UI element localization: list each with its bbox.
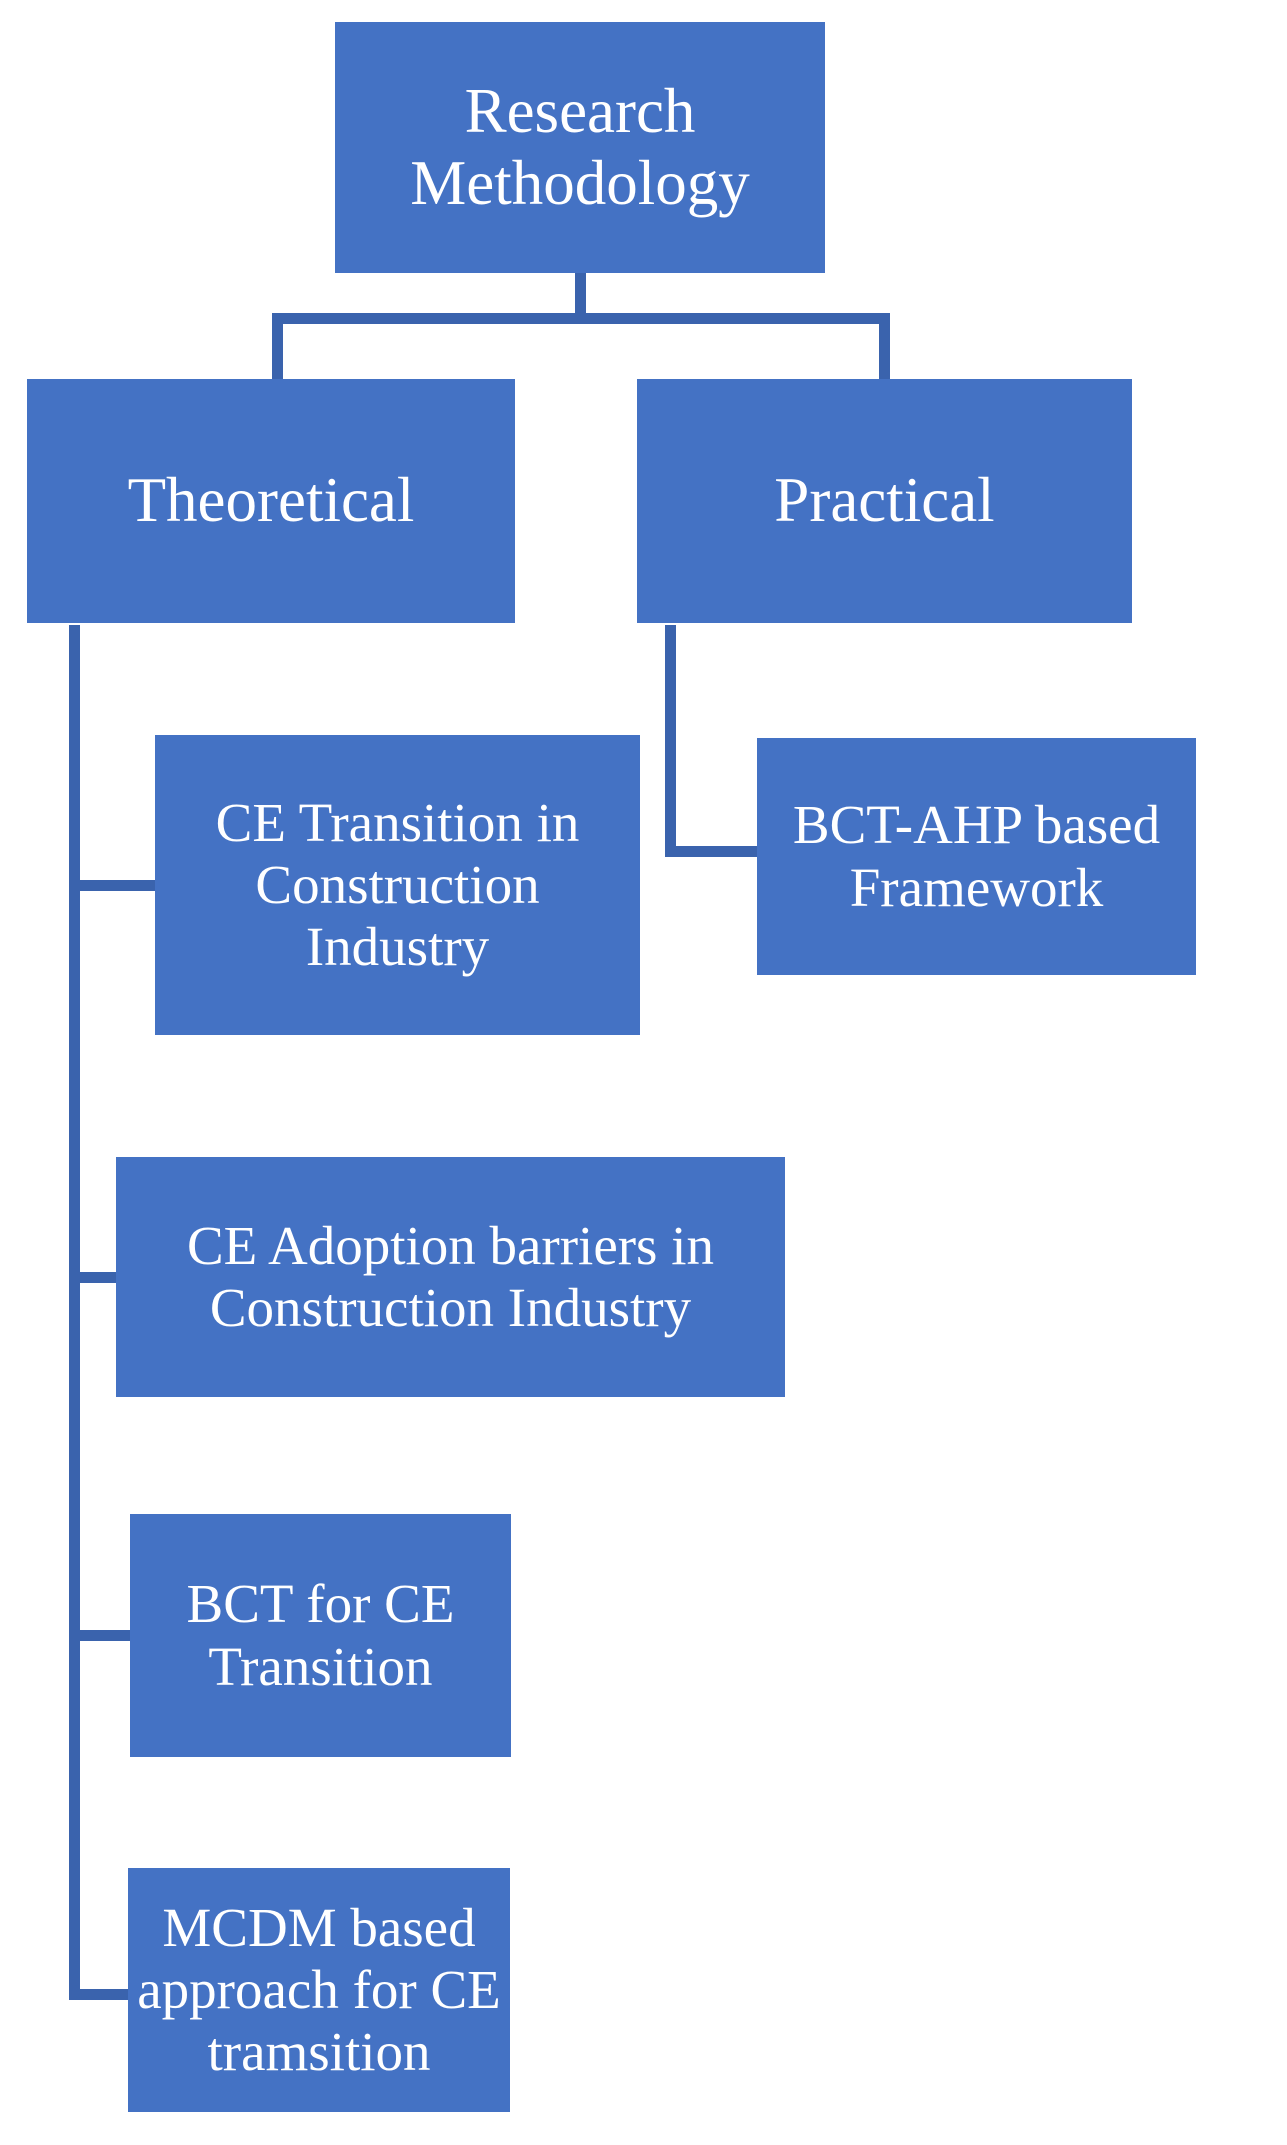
connector-root-split-bar bbox=[272, 313, 890, 324]
node-practical[interactable]: Practical bbox=[637, 379, 1132, 623]
node-label-bct-ahp: BCT-AHP based Framework bbox=[792, 794, 1161, 918]
node-label-practical: Practical bbox=[774, 465, 995, 536]
connector-theoretical-to-mcdm bbox=[69, 1989, 133, 2000]
node-label-ce-barriers: CE Adoption barriers in Construction Ind… bbox=[186, 1214, 714, 1338]
connector-root-stem bbox=[575, 273, 586, 321]
node-label-research-methodology: Research Methodology bbox=[410, 76, 750, 218]
node-label-theoretical: Theoretical bbox=[127, 465, 415, 536]
node-mcdm-based-approach-for-ce-transition[interactable]: MCDM based approach for CE tramsition bbox=[128, 1868, 510, 2112]
connector-theoretical-to-bct-ce bbox=[69, 1630, 135, 1641]
connector-theoretical-to-ce-barriers bbox=[69, 1272, 122, 1283]
node-bct-for-ce-transition[interactable]: BCT for CE Transition bbox=[130, 1514, 511, 1757]
connector-theoretical-trunk bbox=[69, 625, 80, 2000]
connector-root-to-theoretical bbox=[272, 313, 283, 381]
connector-theoretical-to-ce-transition bbox=[69, 880, 159, 891]
node-theoretical[interactable]: Theoretical bbox=[27, 379, 515, 623]
connector-practical-to-bct-ahp bbox=[665, 846, 762, 857]
node-label-mcdm: MCDM based approach for CE tramsition bbox=[137, 1896, 501, 2083]
node-label-bct-ce: BCT for CE Transition bbox=[186, 1573, 455, 1697]
connector-root-to-practical bbox=[879, 313, 890, 381]
node-label-ce-transition: CE Transition in Construction Industry bbox=[215, 791, 580, 978]
connector-practical-trunk bbox=[665, 625, 676, 857]
node-ce-transition-in-construction-industry[interactable]: CE Transition in Construction Industry bbox=[155, 735, 640, 1035]
node-research-methodology[interactable]: Research Methodology bbox=[335, 22, 825, 273]
node-bct-ahp-based-framework[interactable]: BCT-AHP based Framework bbox=[757, 738, 1196, 975]
node-ce-adoption-barriers-in-construction-industry[interactable]: CE Adoption barriers in Construction Ind… bbox=[116, 1157, 785, 1397]
